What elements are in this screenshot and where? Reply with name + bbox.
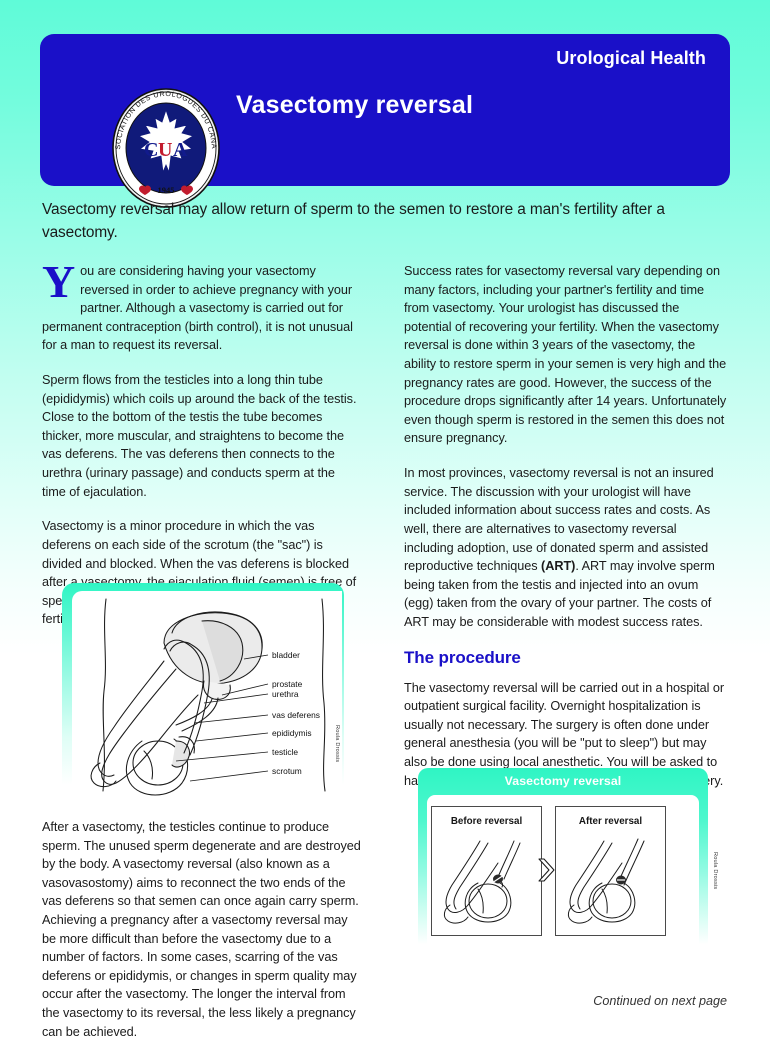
logo-letter-c: C	[144, 139, 158, 161]
anatomy-label-epididymis: epididymis	[272, 728, 312, 738]
logo-letter-u: U	[158, 139, 172, 161]
panel-before-label: Before reversal	[450, 816, 523, 827]
anatomy-figure-credit: Roula Drossis	[334, 725, 340, 763]
anatomy-figure: bladder prostate urethra vas deferens ep…	[62, 583, 344, 798]
left-paragraph-1-text: ou are considering having your vasectomy…	[42, 264, 353, 353]
left-paragraph-2: Sperm flows from the testicles into a lo…	[42, 373, 357, 499]
transition-arrow-icon	[538, 858, 555, 882]
anatomy-figure-canvas: bladder prostate urethra vas deferens ep…	[72, 591, 342, 798]
anatomy-label-prostate: prostate	[272, 679, 303, 689]
reversal-figure-canvas: Before reversal	[427, 795, 699, 950]
anatomy-label-testicle: testicle	[272, 747, 298, 757]
intro-text: Vasectomy reversal may allow return of s…	[42, 201, 665, 242]
section-heading-the-procedure: The procedure	[404, 647, 521, 667]
right-paragraph-2-part-a: In most provinces, vasectomy reversal is…	[404, 466, 714, 574]
document-header: ASSOCIATION DES UROLOGUES DU CANADA C U …	[40, 34, 730, 208]
right-column: Success rates for vasectomy reversal var…	[404, 262, 728, 790]
right-paragraph-1: Success rates for vasectomy reversal var…	[404, 264, 727, 446]
bottom-left-column: After a vasectomy, the testicles continu…	[42, 818, 362, 1041]
reversal-figure-credit: Roula Drossis	[712, 852, 718, 890]
logo-year: 1945	[158, 185, 175, 195]
anatomy-label-scrotum: scrotum	[272, 766, 302, 776]
bottom-left-paragraph: After a vasectomy, the testicles continu…	[42, 820, 361, 1039]
panel-before-reversal: Before reversal	[431, 806, 542, 936]
logo-letter-a: A	[173, 139, 188, 161]
anatomy-label-vas-deferens: vas deferens	[272, 710, 320, 720]
panel-after-label: After reversal	[578, 816, 643, 827]
right-paragraph-2: In most provinces, vasectomy reversal is…	[404, 464, 728, 631]
vasectomy-reversal-figure: Vasectomy reversal Before reversal	[418, 768, 718, 950]
reversal-figure-title: Vasectomy reversal	[504, 774, 622, 788]
panel-after-reversal: After reversal	[555, 806, 666, 936]
page-title: Vasectomy reversal	[236, 91, 474, 119]
anatomy-label-bladder: bladder	[272, 650, 300, 660]
header-kicker: Urological Health	[556, 48, 706, 68]
anatomy-label-urethra: urethra	[272, 689, 299, 699]
cua-logo: ASSOCIATION DES UROLOGUES DU CANADA C U …	[107, 86, 225, 210]
right-paragraph-2-part-b: . ART may involve sperm being taken from…	[404, 559, 715, 629]
drop-cap: Y	[42, 256, 76, 307]
footer-continued: Continued on next page	[593, 994, 727, 1008]
art-abbreviation: (ART)	[541, 559, 576, 574]
